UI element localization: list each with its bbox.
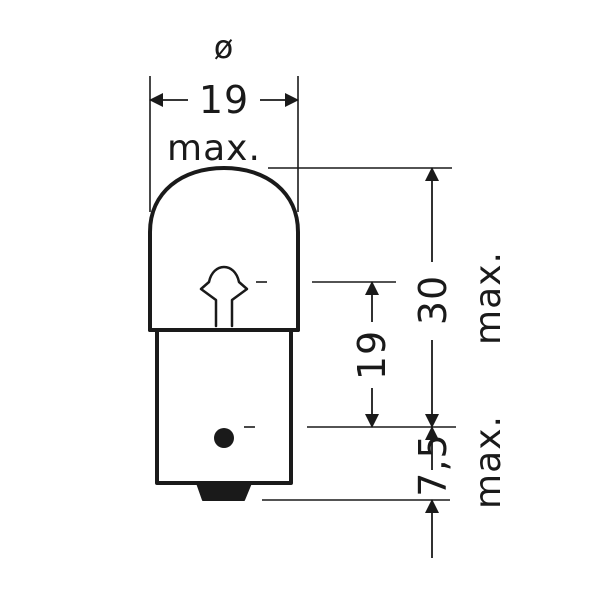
lamp-base: [155, 328, 293, 485]
width-qualifier: max.: [167, 128, 261, 169]
filament: [199, 265, 249, 328]
bayonet-pin: [214, 428, 234, 448]
diameter-symbol: ø: [214, 28, 235, 66]
base-pin-value: 7,5: [411, 433, 455, 496]
overall-length-qualifier: max.: [468, 251, 509, 345]
glass-bulb: [148, 166, 300, 332]
overall-length-value: 30: [411, 275, 455, 325]
contact-tip: [196, 482, 252, 501]
width-value: 19: [199, 78, 249, 122]
bulb-outline: [148, 166, 300, 501]
base-pin-qualifier: max.: [468, 415, 509, 509]
light-center-value: 19: [350, 330, 394, 380]
